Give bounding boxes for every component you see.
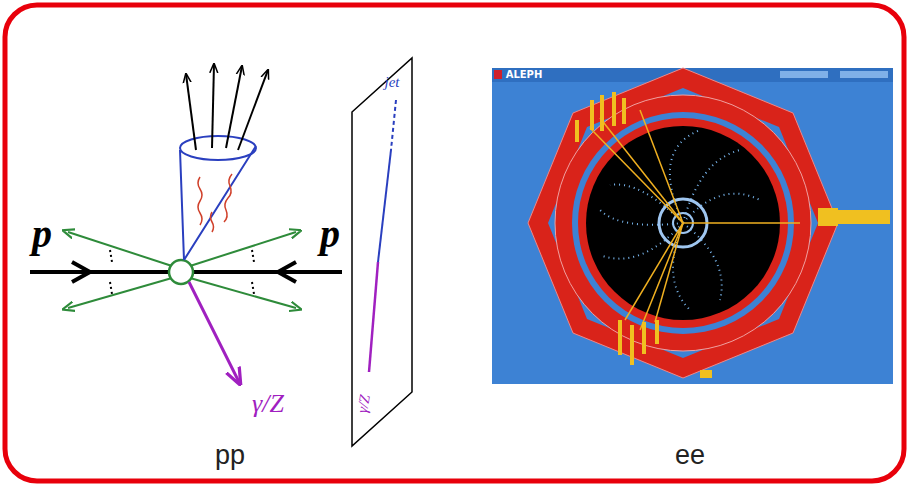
proton-label: p — [320, 214, 340, 254]
transverse-plane — [352, 58, 412, 446]
boson-label: γ/Z — [355, 394, 373, 415]
panel-caption: pp — [215, 442, 245, 469]
jet-cone — [180, 136, 256, 260]
panel-caption: ee — [675, 442, 705, 469]
event-display — [492, 68, 893, 384]
boson-line — [189, 282, 240, 384]
detector-name: ALEPH — [506, 70, 543, 80]
jet-particles — [186, 64, 268, 150]
collision-vertex — [169, 260, 193, 284]
proton-label: p — [32, 214, 52, 254]
jet-label: jet — [385, 75, 400, 90]
frame — [5, 5, 904, 481]
spectator-lines — [68, 232, 296, 308]
boson-label: γ/Z — [252, 391, 284, 417]
